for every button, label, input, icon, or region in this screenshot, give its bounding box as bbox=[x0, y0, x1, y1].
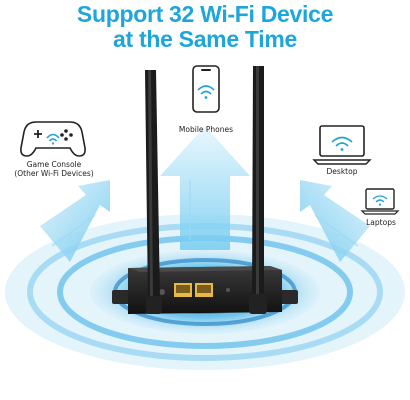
reset-button bbox=[226, 288, 230, 292]
arrow-left bbox=[40, 180, 110, 262]
label-mobile-phones: Mobile Phones bbox=[178, 125, 234, 134]
label-game-console-line-1: Game Console bbox=[26, 160, 82, 169]
router-top bbox=[128, 266, 282, 272]
headline: Support 32 Wi-Fi Device at the Same Time bbox=[0, 2, 410, 52]
label-game-console-line-2: (Other Wi-Fi Devices) bbox=[14, 169, 94, 178]
headline-line-1: Support 32 Wi-Fi Device bbox=[76, 1, 334, 27]
antenna-left bbox=[145, 70, 162, 314]
smartphone-wifi-icon bbox=[192, 65, 220, 113]
gamepad-icon bbox=[20, 121, 86, 157]
label-game-console: Game Console (Other Wi-Fi Devices) bbox=[6, 160, 102, 178]
label-laptops: Laptops bbox=[366, 218, 396, 227]
antenna-right bbox=[249, 66, 267, 314]
power-jack bbox=[159, 289, 165, 295]
arrow-center bbox=[160, 126, 250, 250]
laptop-wifi-icon bbox=[312, 125, 372, 165]
label-desktop: Desktop bbox=[326, 167, 358, 176]
laptop-wifi-small-icon bbox=[360, 188, 400, 215]
headline-line-2: at the Same Time bbox=[113, 26, 297, 52]
router bbox=[112, 266, 298, 314]
arrow-right bbox=[300, 180, 370, 262]
